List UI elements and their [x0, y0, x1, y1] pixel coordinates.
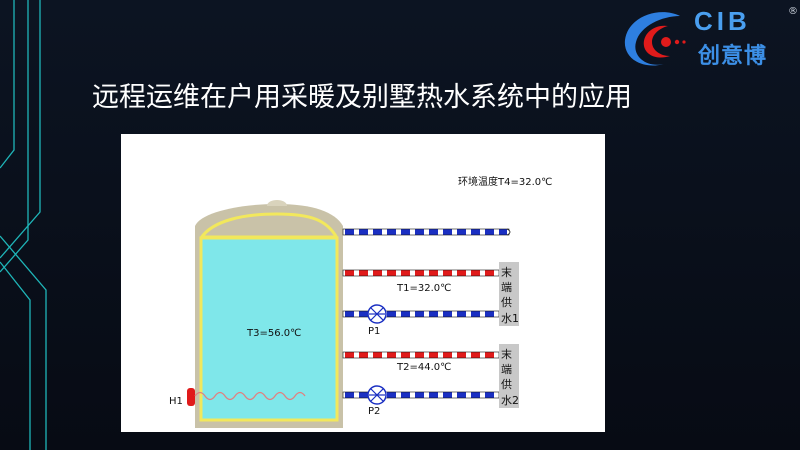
cib-logo: CIB 创意博 ®	[620, 6, 800, 72]
terminal2-char-3: 供	[501, 377, 512, 391]
terminal2-char-1: 末	[501, 347, 512, 361]
pump1-label: P1	[368, 326, 380, 337]
logo-swoosh-icon	[624, 12, 686, 66]
supply1-cold-pipe	[342, 310, 500, 318]
terminal1-char-2: 端	[501, 281, 512, 294]
heater-plug	[187, 388, 195, 406]
terminal1-box	[499, 262, 519, 326]
pump-p2	[367, 385, 387, 405]
terminal2-char-2: 端	[501, 363, 512, 376]
heater-label: H1	[169, 396, 183, 407]
supply2-temperature-label: T2=44.0℃	[396, 362, 451, 373]
supply1-hot-pipe	[342, 269, 500, 277]
top-pipe	[342, 228, 510, 236]
electric-heater: H1	[169, 388, 306, 407]
heater-coil	[194, 391, 306, 401]
terminal1-char-3: 供	[501, 295, 512, 309]
registered-mark: ®	[788, 6, 798, 17]
supply1-temperature-label: T1=32.0℃	[396, 283, 451, 294]
pump2-label: P2	[368, 406, 380, 417]
system-diagram: 环境温度T4=32.0℃ T3=56.0℃ H1 T1=32.0℃ P1	[121, 134, 605, 432]
terminal1-char-4: 水1	[501, 312, 519, 325]
tank-water	[199, 236, 339, 422]
diagram-canvas: 环境温度T4=32.0℃ T3=56.0℃ H1 T1=32.0℃ P1	[169, 175, 552, 428]
supply2-hot-pipe	[342, 351, 500, 359]
water-tank: T3=56.0℃	[195, 200, 343, 428]
terminal2-char-4: 水2	[501, 394, 519, 407]
logo-text: CIB	[694, 6, 751, 36]
slide-title: 远程运维在户用采暖及别墅热水系统中的应用	[92, 82, 632, 113]
terminal2-box	[499, 344, 519, 408]
ambient-temperature-label: 环境温度T4=32.0℃	[458, 175, 552, 188]
terminal1-char-1: 末	[501, 265, 512, 279]
tank-temperature-label: T3=56.0℃	[246, 328, 301, 339]
logo-chinese-text: 创意博	[698, 44, 768, 69]
pump-p1	[367, 304, 387, 324]
supply2-cold-pipe	[342, 391, 500, 399]
